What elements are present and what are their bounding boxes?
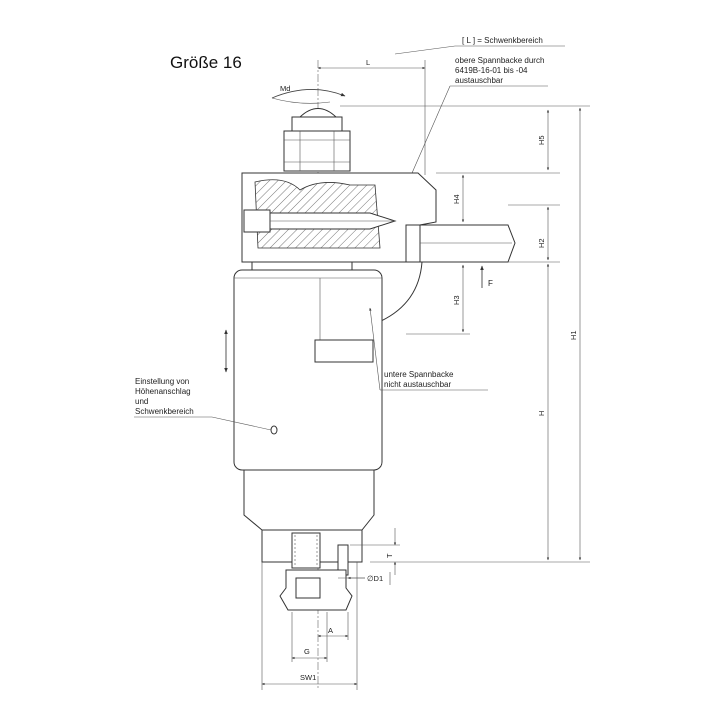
dim-h3: H3 — [452, 295, 461, 305]
dim-h2: H2 — [537, 238, 546, 248]
lower-body — [243, 469, 375, 531]
note-adjust-1: Einstellung von — [135, 377, 189, 386]
note-lower-jaw-2: nicht austauschbar — [384, 380, 451, 389]
dim-h1: H1 — [569, 330, 578, 340]
dim-h5: H5 — [537, 135, 546, 145]
dim-sw1: SW1 — [300, 673, 316, 682]
note-adjust-2: Höhenanschlag — [135, 387, 191, 396]
note-adjust-3: und — [135, 397, 148, 406]
note-upper-jaw-3: austauschbar — [455, 76, 503, 85]
note-upper-jaw-1: obere Spannbacke durch — [455, 56, 544, 65]
legend-swing-range: [ L ] = Schwenkbereich — [462, 36, 543, 45]
dim-d1: ∅D1 — [367, 574, 383, 583]
main-body — [233, 269, 383, 471]
note-lower-jaw-1: untere Spannbacke — [384, 370, 454, 379]
dim-l: L — [366, 58, 370, 67]
dim-h4: H4 — [452, 194, 461, 204]
dim-h: H — [537, 411, 546, 416]
adjust-hole — [270, 425, 278, 435]
upper-jaw — [419, 224, 516, 263]
drawing-title: Größe 16 — [170, 53, 242, 72]
top-cap — [298, 108, 338, 118]
note-upper-jaw-2: 6419B-16-01 bis -04 — [455, 66, 528, 75]
dim-a: A — [328, 626, 333, 635]
dim-f: F — [488, 279, 493, 288]
top-nut — [291, 116, 343, 132]
dim-md: Md — [280, 84, 290, 93]
note-adjust-4: Schwenkbereich — [135, 407, 194, 416]
dim-t: T — [385, 553, 394, 558]
dim-g: G — [304, 647, 310, 656]
